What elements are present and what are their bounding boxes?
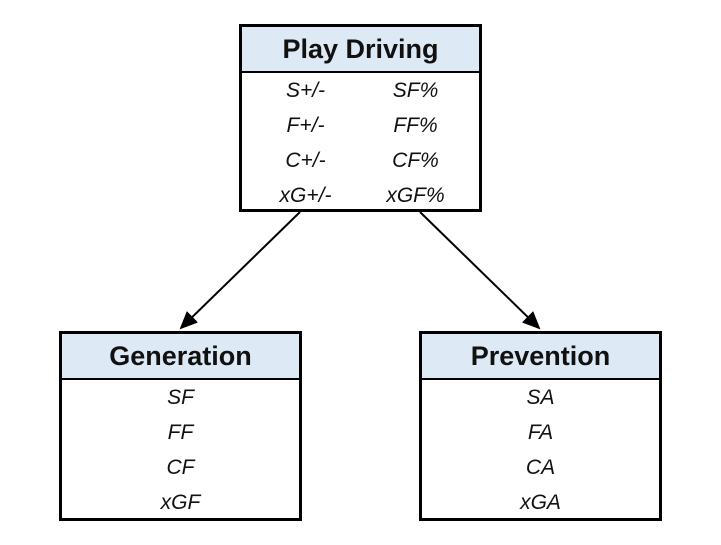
arrow-to-generation xyxy=(179,211,301,330)
generation-title: Generation xyxy=(62,334,299,380)
metric: FF xyxy=(167,420,194,444)
metric: SF xyxy=(167,385,194,409)
metric: SF% xyxy=(392,78,439,102)
metric: F+/- xyxy=(286,113,325,137)
metric: xG+/- xyxy=(279,183,332,207)
metric: xGA xyxy=(520,490,561,514)
metric: FA xyxy=(527,420,554,444)
prevention-title: Prevention xyxy=(422,334,659,380)
prevention-box: Prevention SA FA CA xGA xyxy=(419,331,662,521)
metric: C+/- xyxy=(285,148,326,172)
metric: SA xyxy=(526,385,555,409)
metric: CF% xyxy=(392,148,439,172)
play-driving-title: Play Driving xyxy=(242,27,479,73)
generation-box: Generation SF FF CF xGF xyxy=(59,331,302,521)
metric: xGF xyxy=(160,490,201,514)
metric: S+/- xyxy=(285,78,326,102)
metric: CF xyxy=(166,455,195,479)
arrow-to-prevention xyxy=(419,211,541,330)
metric: xGF% xyxy=(386,183,445,207)
metric: FF% xyxy=(393,113,438,137)
metric: CA xyxy=(525,455,556,479)
play-driving-box: Play Driving S+/- SF% F+/- FF% C+/- CF% xG+… xyxy=(239,24,482,212)
